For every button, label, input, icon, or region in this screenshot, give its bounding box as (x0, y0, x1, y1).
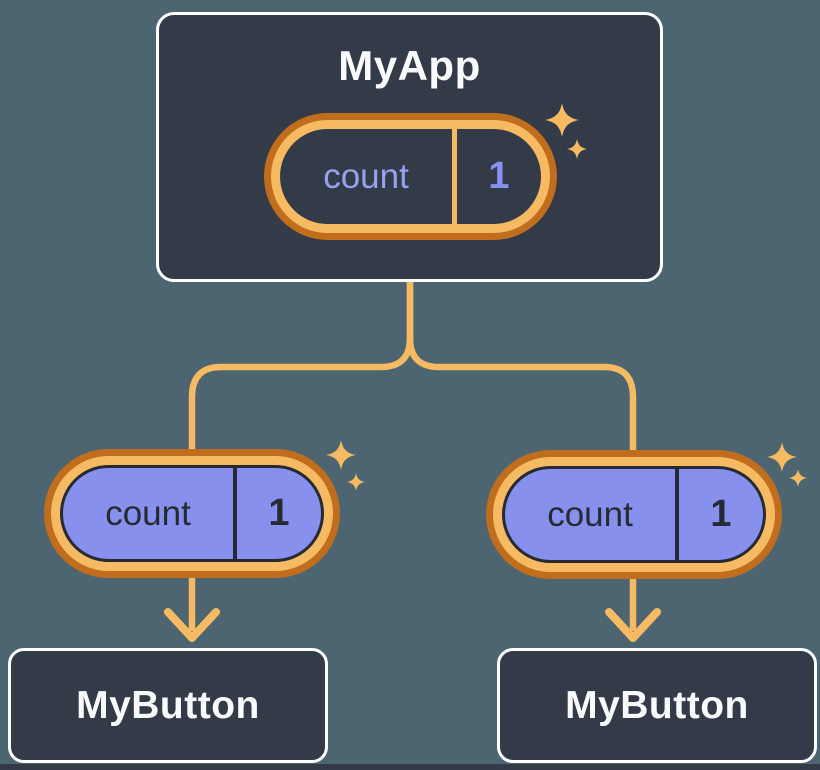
prop-label: count (105, 493, 191, 533)
prop-value: 1 (710, 493, 732, 535)
pill-body: count 1 (502, 466, 766, 563)
pill-divider (233, 468, 237, 559)
pill-ring-outer: count 1 (44, 449, 340, 578)
pill-body: count 1 (60, 465, 324, 562)
arrow-down-icon (605, 608, 661, 642)
component-box-mybutton-right: MyButton (497, 648, 817, 763)
pill-divider (452, 129, 457, 224)
pill-ring-inner: count 1 (271, 120, 550, 233)
prop-value: 1 (268, 492, 290, 534)
component-title: MyButton (565, 683, 749, 727)
pill-body: count 1 (280, 129, 541, 224)
pill-ring-outer: count 1 (264, 113, 557, 240)
connector-right-branch (406, 277, 637, 632)
pill-divider (675, 469, 679, 560)
component-title: MyButton (76, 683, 260, 727)
component-box-mybutton-left: MyButton (8, 648, 328, 763)
sparkle-icon (326, 440, 365, 491)
bottom-edge-strip (0, 764, 820, 770)
state-label: count (323, 156, 409, 196)
component-title: MyApp (338, 42, 481, 89)
prop-label: count (547, 494, 633, 534)
sparkle-icon (545, 103, 587, 159)
sparkle-icon (767, 442, 807, 487)
pill-ring-inner: count 1 (493, 457, 775, 572)
prop-pill-right: count 1 (486, 450, 782, 579)
state-pill-root: count 1 (264, 113, 557, 240)
pill-ring-outer: count 1 (486, 450, 782, 579)
pill-ring-inner: count 1 (51, 456, 333, 571)
state-value: 1 (488, 155, 510, 197)
prop-pill-left: count 1 (44, 449, 340, 578)
arrow-down-icon (164, 608, 220, 642)
